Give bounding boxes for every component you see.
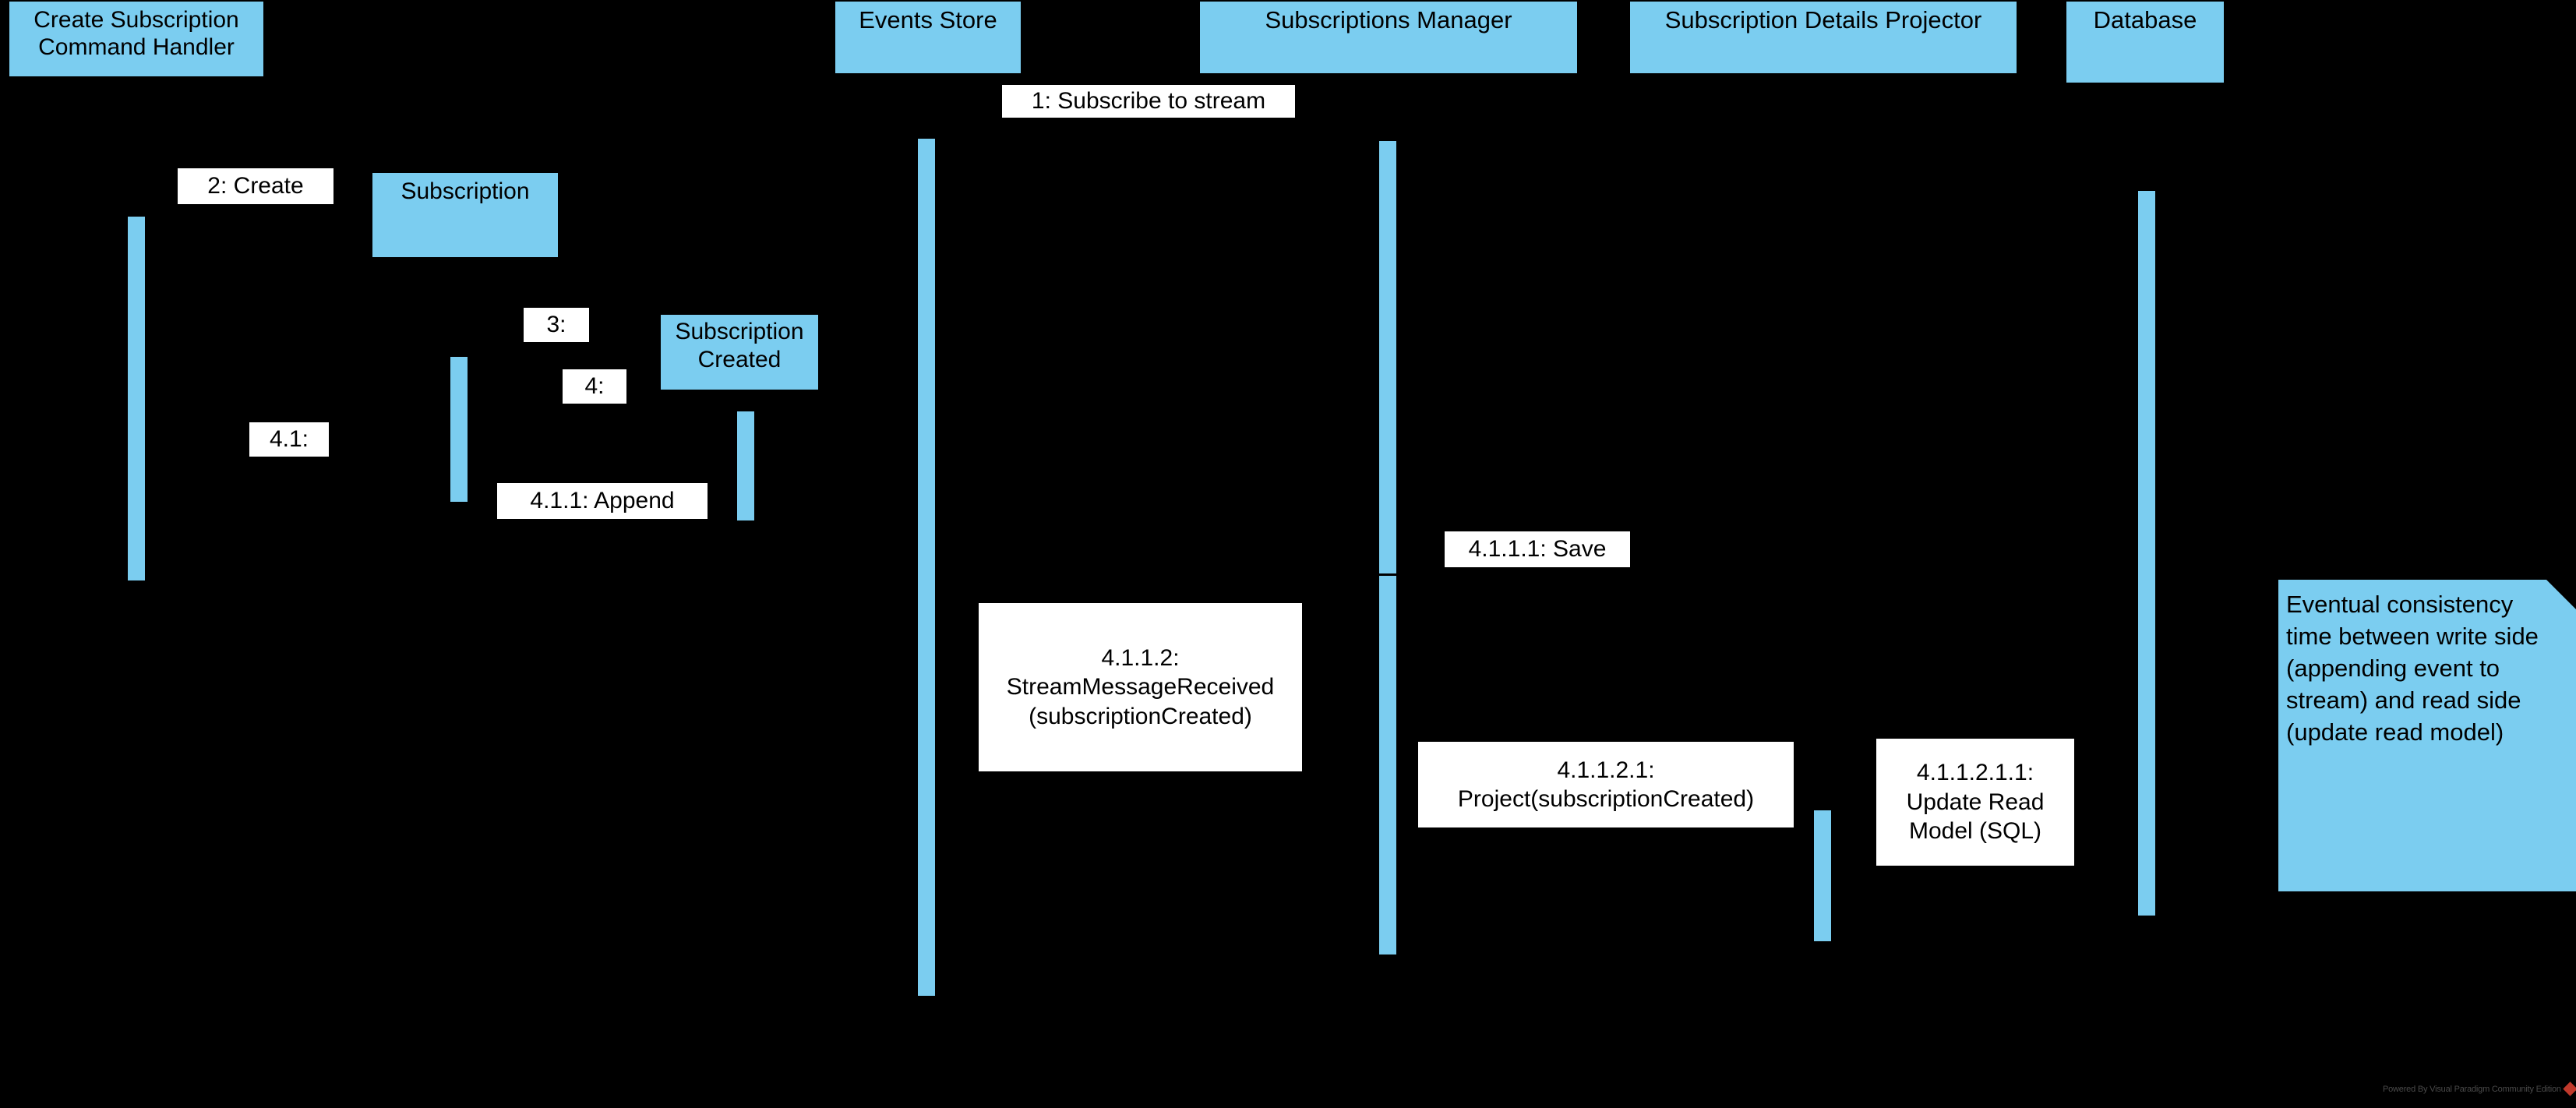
message-text: 4.1.1.1: Save <box>1468 536 1607 563</box>
activation-bar-database <box>2138 191 2155 916</box>
message-text: 4.1.1.2: StreamMessageReceived (subscrip… <box>1006 644 1275 729</box>
lifeline-header-subscriptions-manager[interactable]: Subscriptions Manager <box>1198 0 1579 75</box>
object-box-subscription[interactable]: Subscription <box>372 173 558 257</box>
lifeline-label: Subscriptions Manager <box>1265 6 1512 34</box>
message-label-create[interactable]: 2: Create <box>178 168 333 204</box>
lifeline-label: Create Subscription Command Handler <box>34 7 239 61</box>
activation-bar-subscriptions-manager <box>1378 139 1397 955</box>
message-text: 4.1: <box>269 426 309 453</box>
lifeline-header-create-subscription-command-handler[interactable]: Create Subscription Command Handler <box>8 0 265 78</box>
lifeline-header-events-store[interactable]: Events Store <box>834 0 1022 75</box>
watermark-visual-paradigm: Powered By Visual Paradigm Community Edi… <box>2383 1082 2576 1096</box>
object-label: Subscription Created <box>675 319 804 372</box>
note-eventual-consistency[interactable]: Eventual consistency time between write … <box>2278 580 2576 891</box>
object-box-subscription-created[interactable]: Subscription Created <box>661 315 818 390</box>
message-label-4[interactable]: 4: <box>563 369 626 404</box>
message-text: 4.1.1.2.1.1: Update Read Model (SQL) <box>1906 760 2045 845</box>
lifeline-header-subscription-details-projector[interactable]: Subscription Details Projector <box>1629 0 2018 75</box>
message-label-4-1[interactable]: 4.1: <box>249 422 329 457</box>
message-label-4-1-1-2-1-1-update-read-model[interactable]: 4.1.1.2.1.1: Update Read Model (SQL) <box>1876 739 2074 866</box>
lifeline-label: Database <box>2093 6 2197 34</box>
lifeline-header-database[interactable]: Database <box>2065 0 2225 84</box>
activation-divider-subscriptions-manager <box>1378 573 1397 576</box>
activation-bar-subscription <box>450 357 468 502</box>
message-label-3[interactable]: 3: <box>524 308 589 342</box>
note-text: Eventual consistency time between write … <box>2286 591 2539 746</box>
activation-bar-subscription-details-projector <box>1814 810 1831 941</box>
message-text: 4.1.1: Append <box>530 488 675 514</box>
object-label: Subscription <box>401 178 530 204</box>
message-text: 3: <box>546 312 566 338</box>
lifeline-label: Subscription Details Projector <box>1664 6 1982 34</box>
message-label-4-1-1-2-stream-message-received[interactable]: 4.1.1.2: StreamMessageReceived (subscrip… <box>979 603 1302 771</box>
message-text: 4.1.1.2.1: Project(subscriptionCreated) <box>1457 757 1755 813</box>
message-text: 1: Subscribe to stream <box>1031 88 1266 115</box>
watermark-text: Powered By Visual Paradigm Community Edi… <box>2383 1084 2561 1094</box>
visual-paradigm-logo-icon <box>2563 1082 2576 1096</box>
activation-bar-subscription-created <box>737 411 754 520</box>
message-label-4-1-1-1-save[interactable]: 4.1.1.1: Save <box>1445 531 1630 567</box>
message-label-4-1-1-2-1-project[interactable]: 4.1.1.2.1: Project(subscriptionCreated) <box>1418 742 1794 827</box>
message-label-4-1-1-append[interactable]: 4.1.1: Append <box>497 483 708 519</box>
message-text: 2: Create <box>207 173 304 199</box>
message-text: 4: <box>584 373 605 400</box>
activation-bar-events-store <box>918 139 935 996</box>
lifeline-label: Events Store <box>859 6 997 34</box>
message-label-subscribe-to-stream[interactable]: 1: Subscribe to stream <box>1002 85 1295 118</box>
activation-bar-command-handler <box>128 217 145 580</box>
